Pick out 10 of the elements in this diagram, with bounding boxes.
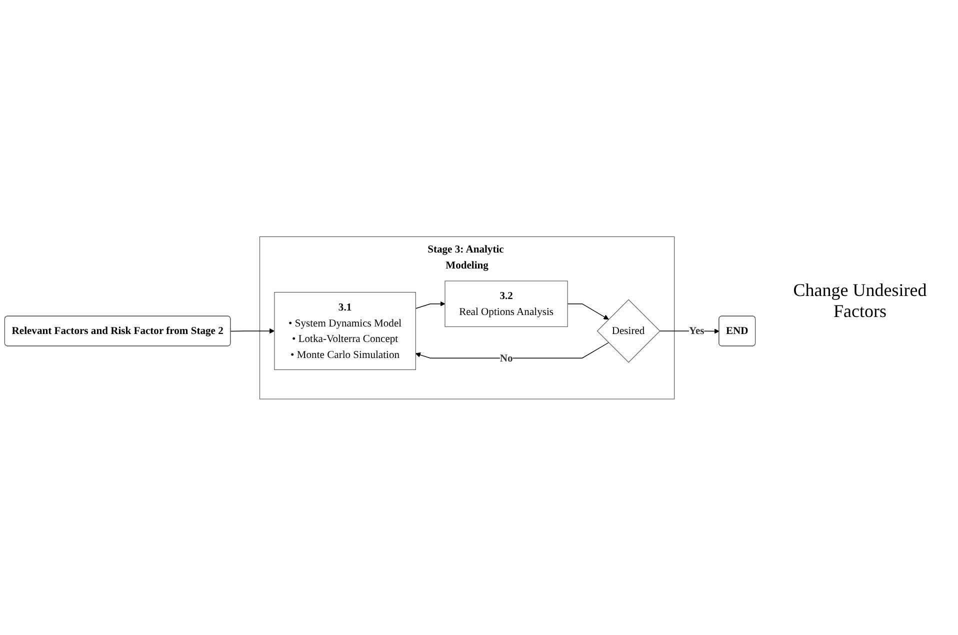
note-text: Change Undesired Factors: [792, 280, 928, 322]
node-box: 3.1 • System Dynamics Model • Lotka-Volterra Concept • Monte Carlo Simulation: [274, 292, 416, 370]
node-box: 3.2 Real Options Analysis: [444, 280, 568, 327]
edge-label: No: [500, 352, 513, 364]
edge-label: Yes: [688, 324, 704, 336]
node-diamond: Desired: [596, 298, 660, 362]
arrow: [415, 342, 609, 358]
arrow: [230, 328, 275, 334]
arrow: [415, 300, 446, 309]
arrow: [567, 303, 609, 320]
